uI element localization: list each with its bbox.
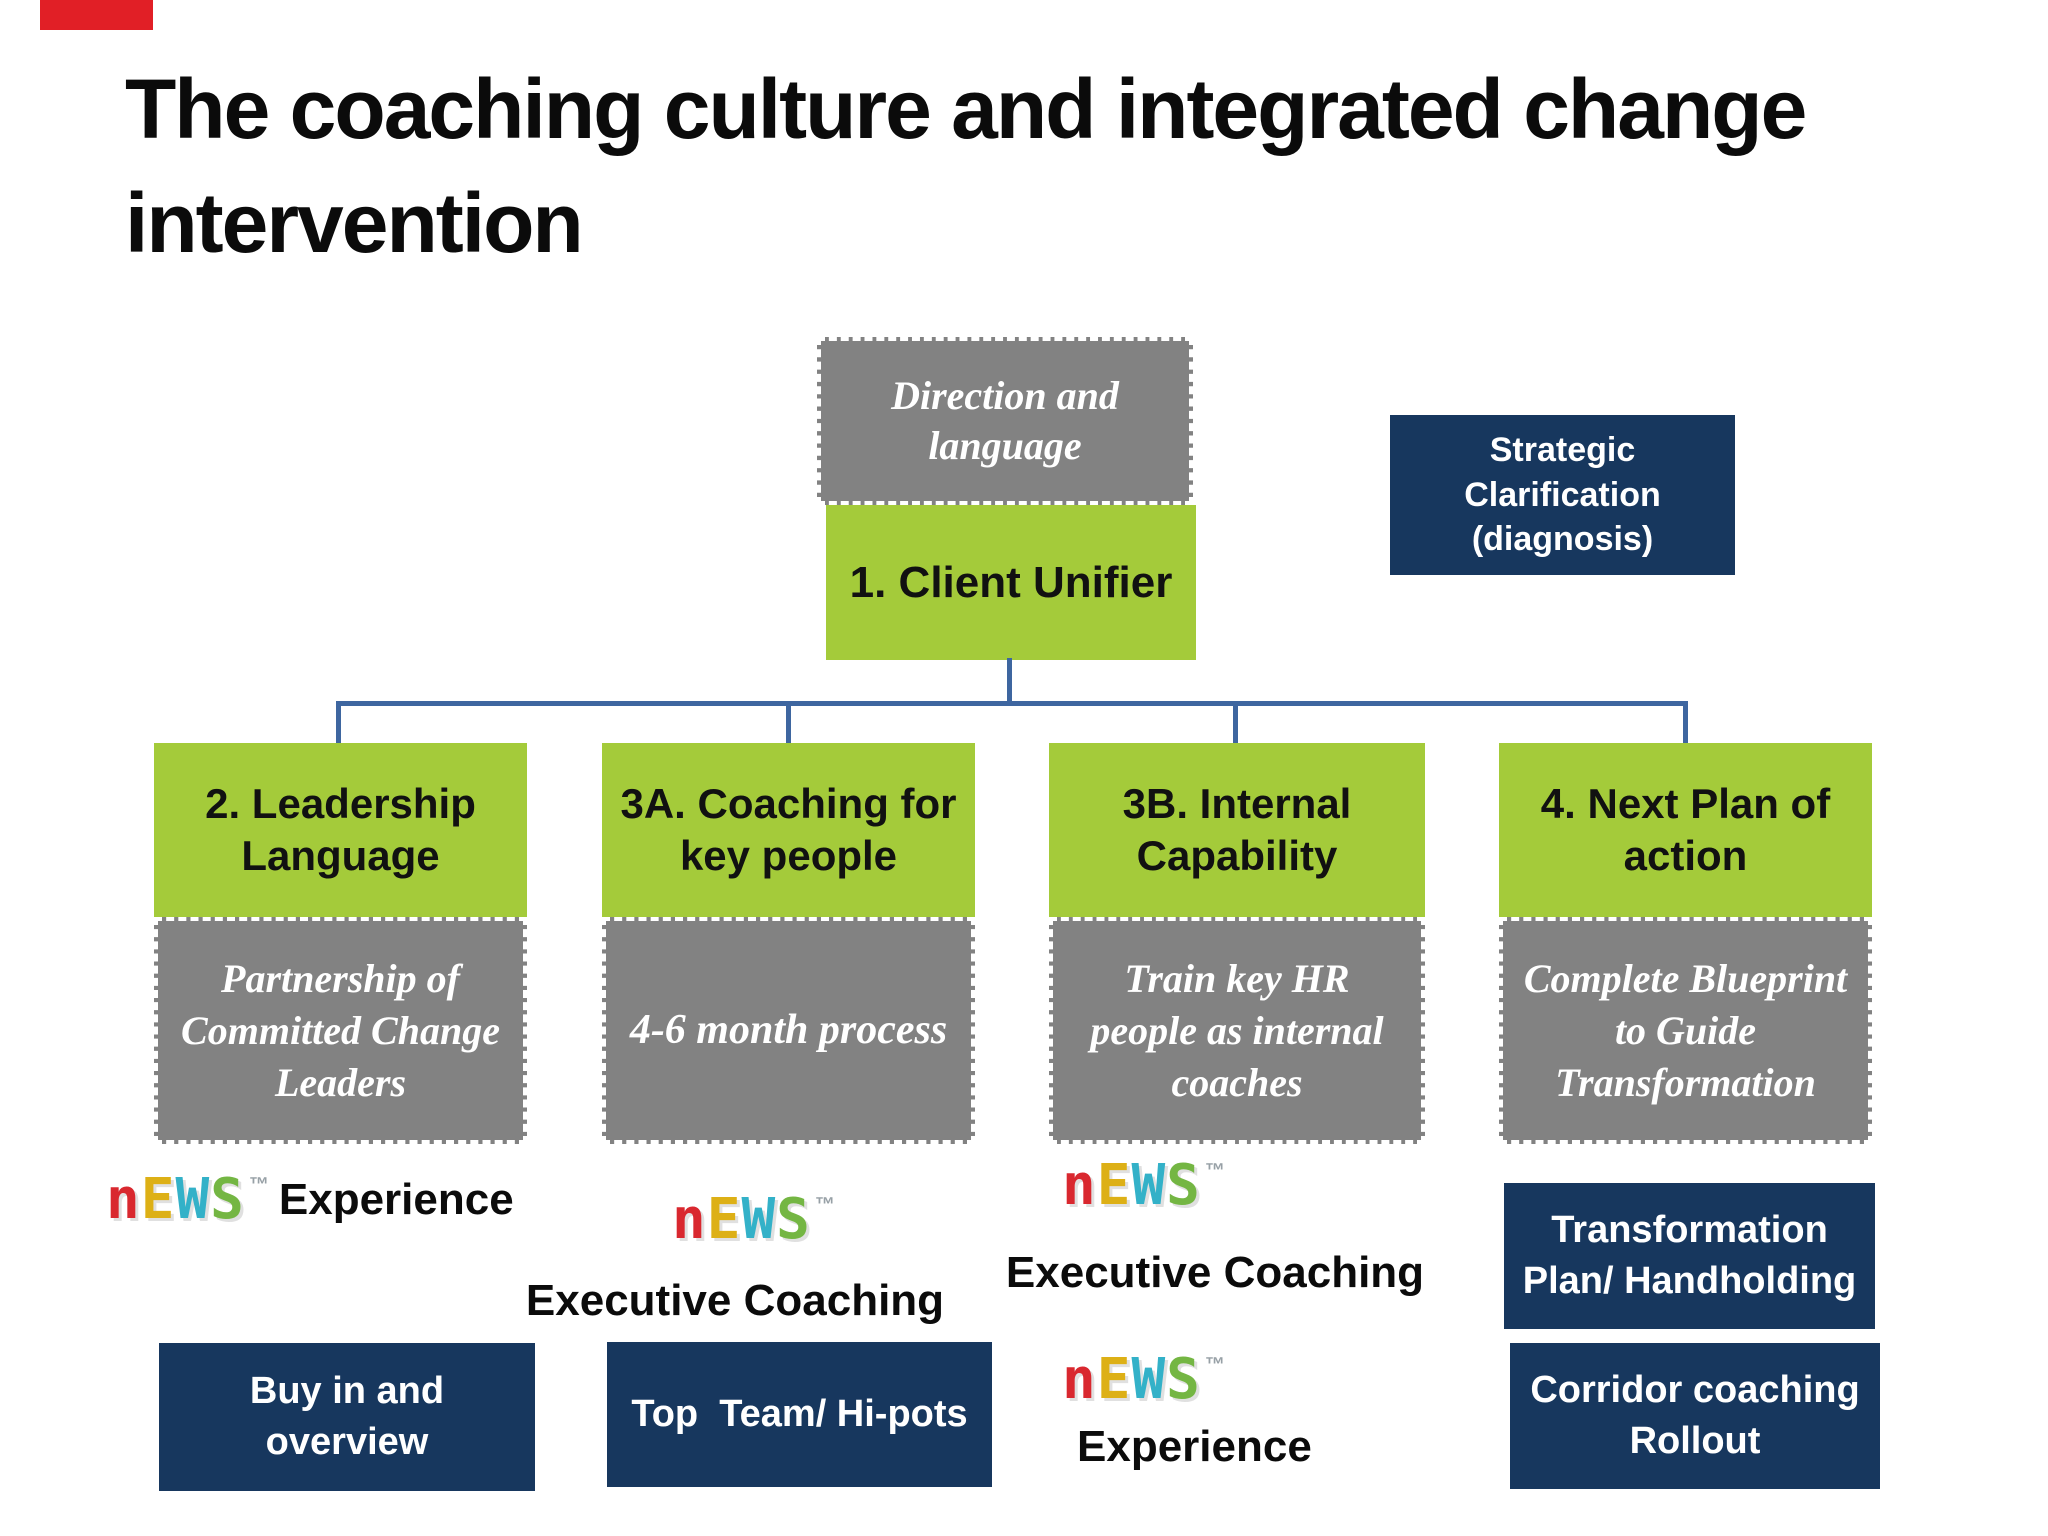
news-letter-w: W bbox=[1131, 1153, 1167, 1218]
trademark-symbol: ™ bbox=[1204, 1354, 1225, 1376]
news-letter-n: n bbox=[1062, 1153, 1097, 1218]
header-internal-capability: 3B. Internal Capability bbox=[1049, 743, 1425, 917]
news-letter-n: n bbox=[1062, 1347, 1097, 1412]
caption-experience: Experience bbox=[1077, 1422, 1312, 1471]
connector-drop-col-4 bbox=[1683, 701, 1688, 745]
slide-title: The coaching culture and integrated chan… bbox=[125, 52, 1885, 280]
trademark-symbol: ™ bbox=[248, 1174, 269, 1196]
news-letter-n: n bbox=[672, 1187, 707, 1252]
news-letter-e: E bbox=[140, 1167, 176, 1232]
direction-language-box: Direction and language bbox=[817, 337, 1193, 505]
news-letter-e: E bbox=[1096, 1347, 1132, 1412]
news-letter-w: W bbox=[741, 1187, 777, 1252]
header-coaching-key-people: 3A. Coaching for key people bbox=[602, 743, 975, 917]
news-letter-s: S bbox=[210, 1167, 245, 1232]
news-letter-s: S bbox=[776, 1187, 811, 1252]
client-unifier-box: 1. Client Unifier bbox=[826, 505, 1196, 660]
news-letter-n: n bbox=[106, 1167, 141, 1232]
corridor-coaching-box: Corridor coaching Rollout bbox=[1510, 1343, 1880, 1489]
slide-title-line1: The coaching culture and integrated chan… bbox=[125, 62, 1807, 156]
connector-drop-col-3b bbox=[1233, 701, 1238, 745]
connector-root-stub bbox=[1007, 658, 1012, 705]
detail-partnership-leaders: Partnership of Committed Change Leaders bbox=[154, 917, 527, 1144]
news-letter-w: W bbox=[1131, 1347, 1167, 1412]
connector-drop-col-2 bbox=[336, 701, 341, 745]
strategic-clarification-box: Strategic Clarification (diagnosis) bbox=[1390, 415, 1735, 575]
caption-executive-coaching: Executive Coaching bbox=[1005, 1248, 1425, 1297]
trademark-symbol: ™ bbox=[814, 1194, 835, 1216]
news-letter-s: S bbox=[1166, 1153, 1201, 1218]
slide-title-line2: intervention bbox=[125, 176, 584, 270]
connector-drop-col-3a bbox=[786, 701, 791, 745]
detail-month-process: 4-6 month process bbox=[602, 917, 975, 1144]
red-accent-bar bbox=[40, 0, 153, 30]
caption-experience: Experience bbox=[278, 1175, 514, 1224]
connector-horizontal bbox=[338, 701, 1688, 706]
transformation-plan-box: Transformation Plan/ Handholding bbox=[1504, 1183, 1875, 1329]
trademark-symbol: ™ bbox=[1204, 1160, 1225, 1182]
news-letter-e: E bbox=[706, 1187, 742, 1252]
news-letter-w: W bbox=[175, 1167, 211, 1232]
news-letter-s: S bbox=[1166, 1347, 1201, 1412]
detail-blueprint: Complete Blueprint to Guide Transformati… bbox=[1499, 917, 1872, 1144]
header-next-plan: 4. Next Plan of action bbox=[1499, 743, 1872, 917]
buy-in-overview-box: Buy in and overview bbox=[159, 1343, 535, 1491]
detail-train-hr: Train key HR people as internal coaches bbox=[1049, 917, 1425, 1144]
top-team-hipots-box: Top Team/ Hi-pots bbox=[607, 1342, 992, 1487]
header-leadership-language: 2. Leadership Language bbox=[154, 743, 527, 917]
caption-executive-coaching: Executive Coaching bbox=[525, 1276, 945, 1325]
news-letter-e: E bbox=[1096, 1153, 1132, 1218]
